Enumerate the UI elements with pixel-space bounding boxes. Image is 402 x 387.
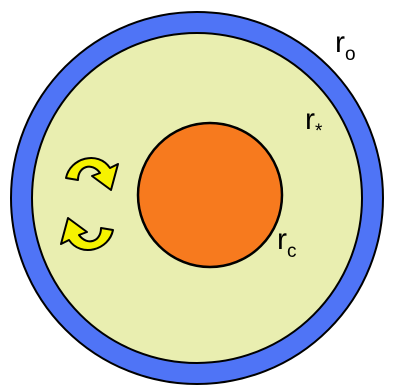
lower-arrow-shape <box>60 217 114 251</box>
core-radius-subscript: c <box>287 241 297 262</box>
upper-arrow-shape <box>65 157 119 191</box>
surface-radius-main: r <box>305 103 315 136</box>
counterclockwise-curved-arrow-icon <box>60 217 114 251</box>
outer-radius-label: ro <box>335 26 356 65</box>
surface-radius-subscript: * <box>315 121 323 142</box>
core <box>136 121 284 269</box>
core-radius-main: r <box>277 223 287 256</box>
core-radius-label: rc <box>277 223 297 262</box>
surface-radius-label: r* <box>305 103 323 142</box>
outer-radius-main: r <box>335 26 345 59</box>
outer-radius-subscript: o <box>345 44 356 65</box>
clockwise-curved-arrow-icon <box>65 157 119 191</box>
